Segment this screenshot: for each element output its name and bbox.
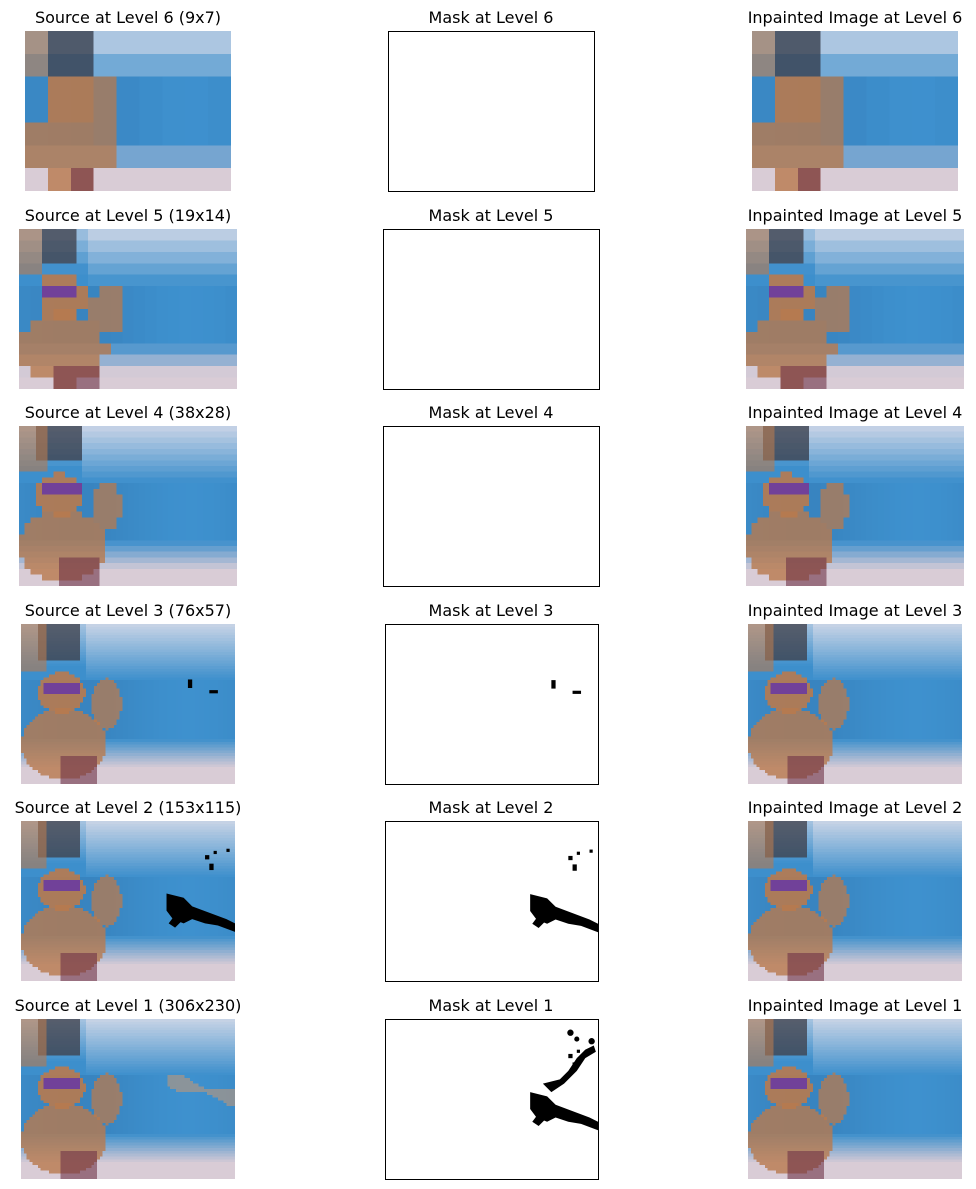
source-image-level-1: [21, 1019, 235, 1179]
inpainted-title-level-4: Inpainted Image at Level 4: [748, 403, 963, 423]
mask-image-level-2: [385, 821, 599, 982]
mask-title-level-2: Mask at Level 2: [429, 798, 554, 818]
inpainted-image-level-3: [748, 624, 962, 784]
source-title-level-2: Source at Level 2 (153x115): [15, 798, 242, 818]
mask-image-level-1: [385, 1019, 599, 1180]
mask-image-level-5: [383, 229, 600, 390]
mask-image-level-3: [385, 624, 599, 785]
source-title-level-5: Source at Level 5 (19x14): [25, 206, 231, 226]
source-image-level-3: [21, 624, 235, 784]
mask-title-level-6: Mask at Level 6: [429, 8, 554, 28]
source-image-level-2: [21, 821, 235, 981]
inpainted-title-level-5: Inpainted Image at Level 5: [748, 206, 963, 226]
source-image-level-5: [19, 229, 237, 389]
source-image-level-6: [25, 31, 231, 191]
inpainted-image-level-1: [748, 1019, 962, 1179]
mask-title-level-3: Mask at Level 3: [429, 601, 554, 621]
source-title-level-3: Source at Level 3 (76x57): [25, 601, 231, 621]
mask-image-level-4: [383, 426, 600, 587]
inpainted-image-level-2: [748, 821, 962, 981]
source-image-level-4: [19, 426, 237, 586]
source-title-level-1: Source at Level 1 (306x230): [15, 996, 242, 1016]
mask-title-level-1: Mask at Level 1: [429, 996, 554, 1016]
source-title-level-4: Source at Level 4 (38x28): [25, 403, 231, 423]
inpainted-title-level-2: Inpainted Image at Level 2: [748, 798, 963, 818]
inpainted-title-level-1: Inpainted Image at Level 1: [748, 996, 963, 1016]
mask-title-level-5: Mask at Level 5: [429, 206, 554, 226]
inpainted-title-level-6: Inpainted Image at Level 6: [748, 8, 963, 28]
inpainted-title-level-3: Inpainted Image at Level 3: [748, 601, 963, 621]
inpainted-image-level-6: [752, 31, 958, 191]
source-title-level-6: Source at Level 6 (9x7): [35, 8, 221, 28]
inpainted-image-level-4: [746, 426, 964, 586]
mask-image-level-6: [388, 31, 595, 192]
inpainted-image-level-5: [746, 229, 964, 389]
mask-title-level-4: Mask at Level 4: [429, 403, 554, 423]
